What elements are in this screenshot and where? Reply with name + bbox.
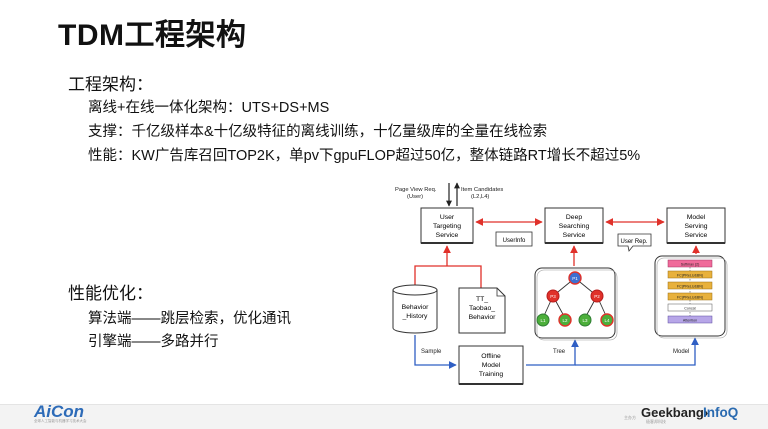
organizer-label: 主办方 — [624, 415, 636, 420]
aicon-subtitle: 全球人工智能与机器学习技术大会 — [34, 419, 87, 423]
tdm-architecture-diagram: Page View Req. (User) Item Candidates (L… — [392, 182, 728, 385]
tree-leaf-l1 — [536, 313, 550, 327]
svg-text:Model: Model — [687, 214, 706, 221]
user-rep-note: User Rep. — [617, 233, 652, 252]
svg-text:Behavior: Behavior — [469, 314, 497, 321]
tt-taobao-behavior-doc: TT_ Taobao_ Behavior — [458, 287, 506, 334]
model-label: Model — [673, 349, 689, 355]
tree-node-p3 — [546, 289, 560, 303]
svg-text:L3: L3 — [582, 318, 588, 323]
userinfo-note: UserInfo — [495, 231, 533, 247]
user-targeting-service-box: User Targeting Service — [420, 207, 474, 244]
svg-text:Service: Service — [436, 232, 459, 239]
svg-text:User: User — [440, 214, 455, 221]
model-arrow — [575, 337, 699, 366]
tree-node-p2 — [590, 289, 604, 303]
svg-text:P3: P3 — [550, 294, 556, 299]
infoq-logo: InfoQ — [703, 405, 739, 420]
tree-leaf-l2 — [558, 313, 572, 327]
svg-text:Service: Service — [685, 232, 708, 239]
fc-layer-3 — [667, 292, 713, 301]
sample-arrow — [414, 335, 457, 369]
geekbang-subtitle: 极客邦科技 — [646, 419, 666, 424]
svg-text:Serving: Serving — [684, 223, 707, 230]
aicon-logo: AiCon — [34, 402, 85, 421]
optimization-line-2: 引擎端——多路并行 — [88, 334, 219, 350]
item-candidates-label-1: Item Candidates — [461, 187, 503, 193]
concat-layer — [667, 303, 713, 312]
svg-text:Service: Service — [563, 232, 586, 239]
svg-text:Concat: Concat — [684, 307, 695, 311]
section-heading-architecture: 工程架构： — [68, 75, 153, 94]
page-view-label-2: (User) — [407, 194, 423, 200]
tree-label: Tree — [553, 349, 566, 355]
svg-text:Deep: Deep — [566, 214, 582, 221]
svg-text:Training: Training — [479, 371, 504, 378]
svg-text:UserInfo: UserInfo — [503, 238, 526, 244]
footer-bar — [0, 404, 768, 429]
svg-text:Softmax (2): Softmax (2) — [681, 263, 700, 267]
model-network-panel: Softmax (2) FC(PReLU&BN) FC(PReLU&BN) FC… — [654, 255, 728, 339]
tree-node-root — [568, 271, 582, 285]
sample-label: Sample — [421, 349, 442, 355]
svg-text:Model: Model — [482, 362, 501, 369]
attention-layer — [667, 315, 713, 324]
svg-text:L2: L2 — [562, 318, 568, 323]
architecture-line-1: 离线+在线一体化架构：UTS+DS+MS — [88, 100, 330, 116]
section-heading-optimization: 性能优化： — [68, 284, 153, 303]
geekbang-logo: Geekbang› — [641, 405, 709, 420]
tree-index-panel: P1 P3 P2 L1 L2 L3 L4 — [534, 267, 618, 341]
svg-text:Offline: Offline — [481, 353, 501, 360]
svg-text:User Rep.: User Rep. — [620, 239, 647, 245]
softmax-layer — [667, 259, 713, 268]
svg-text:Attention: Attention — [683, 319, 697, 323]
svg-text:_History: _History — [402, 313, 429, 320]
optimization-line-1: 算法端——跳层检索，优化通讯 — [88, 311, 291, 327]
fc-layer-2 — [667, 281, 713, 290]
svg-text:P1: P1 — [572, 276, 578, 281]
svg-text:Searching: Searching — [559, 223, 590, 230]
tree-leaf-l4 — [600, 313, 614, 327]
fc-layer-1 — [667, 270, 713, 279]
architecture-line-3: 性能：KW广告库召回TOP2K，单pv下gpuFLOP超过50亿，整体链路RT增… — [88, 148, 641, 164]
architecture-line-2: 支撑：千亿级样本&十亿级特征的离线训练，十亿量级库的全量在线检索 — [88, 124, 548, 140]
tree-leaf-l3 — [578, 313, 592, 327]
svg-text:Taobao_: Taobao_ — [469, 305, 495, 312]
page-view-label-1: Page View Req. — [395, 187, 437, 193]
svg-text:L1: L1 — [540, 318, 546, 323]
svg-text:Behavior: Behavior — [402, 304, 430, 311]
svg-text:L4: L4 — [604, 318, 610, 323]
svg-text:TT_: TT_ — [476, 296, 488, 303]
offline-model-training-box: Offline Model Training — [458, 345, 524, 385]
behavior-history-store: Behavior _History — [392, 284, 438, 334]
svg-text:Targeting: Targeting — [433, 223, 461, 230]
svg-text:FC(PReLU&BN): FC(PReLU&BN) — [677, 274, 703, 278]
svg-text:FC(PReLU&BN): FC(PReLU&BN) — [677, 285, 703, 289]
svg-text:P2: P2 — [594, 294, 600, 299]
model-serving-service-box: Model Serving Service — [666, 207, 726, 244]
svg-text:FC(PReLU&BN): FC(PReLU&BN) — [677, 296, 703, 300]
tree-arrow — [526, 339, 579, 366]
slide-title: TDM工程架构 — [58, 19, 247, 52]
deep-searching-service-box: Deep Searching Service — [544, 207, 604, 244]
item-candidates-label-2: (L2,L4) — [471, 194, 489, 200]
